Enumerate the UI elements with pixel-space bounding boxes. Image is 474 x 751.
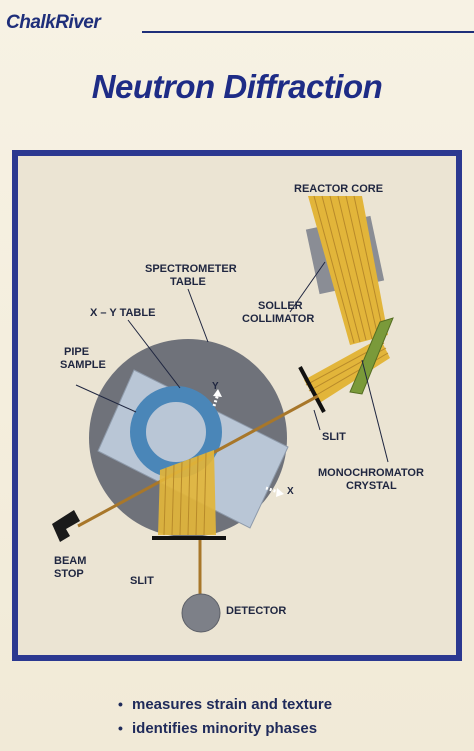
label-slit-lower: SLIT [130,575,154,587]
label-beam-stop-line1: BEAM [54,555,86,567]
label-axis-y: Y [212,381,219,392]
label-spectrometer-table-line1: SPECTROMETER [145,263,237,275]
y-axis-arrow-icon [212,389,222,407]
label-pipe-sample-line2: SAMPLE [60,359,106,371]
x-axis-arrow-icon [265,486,284,497]
label-soller-collimator-line1: SOLLER [258,300,303,312]
incoming-beam [308,195,388,345]
label-soller-collimator-line2: COLLIMATOR [242,313,314,325]
label-slit-upper: SLIT [322,431,346,443]
brand-rule [142,31,474,33]
monochromator-crystal [349,317,394,395]
label-detector: DETECTOR [226,605,286,617]
label-axis-x: X [287,486,294,497]
detector [181,593,221,633]
diffracted-beam [158,450,216,594]
label-spectrometer-table-line2: TABLE [170,276,206,288]
bullet-dot-icon: • [118,696,123,712]
leader-lines [75,261,389,463]
bullet-text: identifies minority phases [132,719,318,737]
bullet-item: • measures strain and texture [118,692,332,716]
bullet-list: • measures strain and texture • identifi… [118,692,332,740]
upper-slit [298,366,326,413]
page-title: Neutron Diffraction [91,68,383,105]
bullet-dot-icon: • [118,720,123,736]
label-reactor-core: REACTOR CORE [294,183,383,195]
label-beam-stop-line2: STOP [54,568,84,580]
label-monochromator-line2: CRYSTAL [346,480,397,492]
beam-stop [52,510,80,542]
label-pipe-sample-line1: PIPE [64,346,89,358]
bullet-text: measures strain and texture [132,695,333,713]
bullet-item: • identifies minority phases [118,716,332,740]
label-monochromator-line1: MONOCHROMATOR [318,467,424,479]
brand-logo: ChalkRiver [6,12,101,33]
label-xy-table: X – Y TABLE [90,307,155,319]
